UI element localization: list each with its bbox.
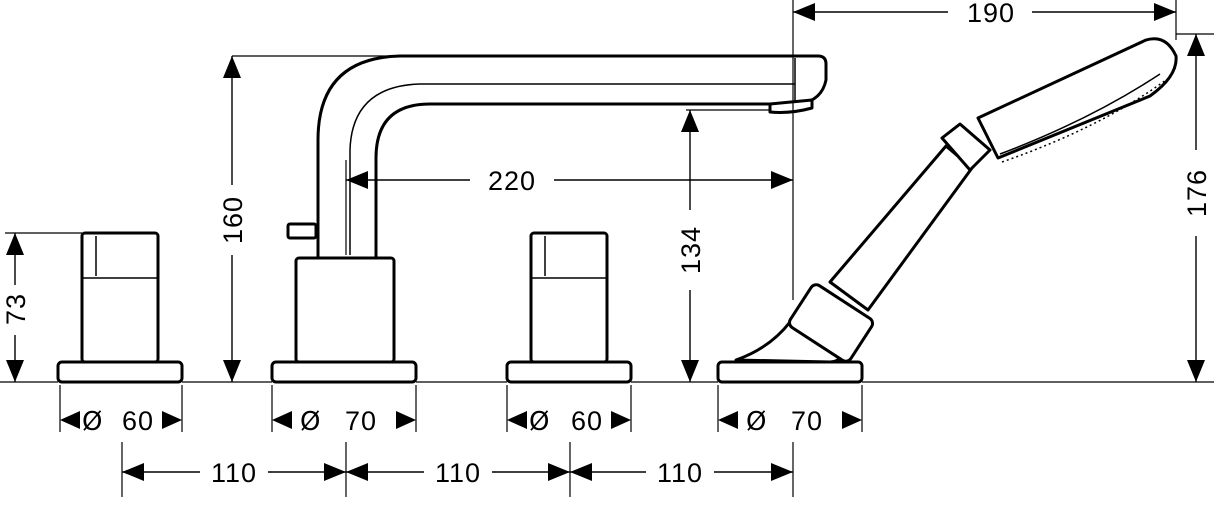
dim-diameter-handshower-base: Ø 70 (718, 406, 862, 437)
dim-label-176: 176 (1182, 169, 1212, 217)
bath-spout (270, 54, 828, 384)
dim-label-dia-70-a: 70 (345, 406, 377, 436)
dim-diameter-left-handle: Ø 60 (60, 406, 182, 437)
left-handle (56, 231, 184, 384)
dim-spacing-1: 110 (122, 455, 346, 491)
dim-label-220: 220 (488, 166, 536, 196)
dim-spacing-2: 110 (346, 455, 570, 491)
dim-spacing-3: 110 (570, 455, 793, 491)
hand-shower (716, 37, 1178, 384)
dim-label-190: 190 (967, 0, 1015, 28)
dim-label-73: 73 (1, 293, 31, 325)
dim-label-dia-70-b: 70 (791, 406, 823, 436)
dim-label-dia-60-b: 60 (571, 406, 603, 436)
dim-handle-height: 73 (0, 233, 31, 382)
dim-diameter-right-handle: Ø 60 (507, 406, 631, 437)
diameter-symbol: Ø (746, 407, 766, 437)
dim-label-110-a: 110 (211, 458, 257, 488)
dim-handshower-offset: 190 (793, 0, 1176, 28)
dim-handshower-height: 176 (1181, 34, 1212, 382)
dim-total-height: 160 (217, 56, 248, 382)
diameter-symbol: Ø (82, 407, 102, 437)
dim-diameter-spout-base: Ø 70 (272, 406, 416, 437)
extension-lines (0, 0, 1214, 497)
dim-label-134: 134 (676, 226, 706, 274)
dim-label-160: 160 (218, 196, 248, 244)
diameter-symbol: Ø (300, 407, 320, 437)
dim-spout-reach: 220 (346, 162, 793, 198)
dim-spout-outlet-height: 134 (675, 110, 706, 382)
dim-label-110-c: 110 (657, 458, 703, 488)
dim-label-110-b: 110 (435, 458, 481, 488)
right-handle (505, 231, 633, 384)
diameter-symbol: Ø (529, 407, 549, 437)
dim-label-dia-60-a: 60 (122, 406, 154, 436)
